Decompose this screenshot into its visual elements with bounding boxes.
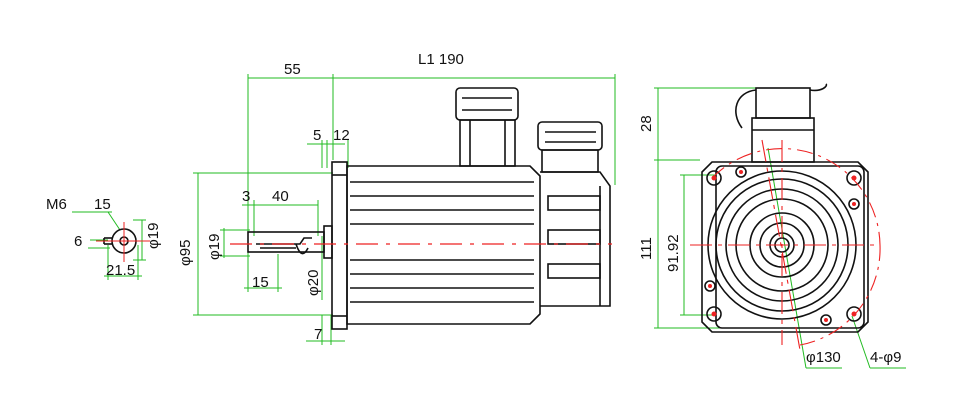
overall-length-label: L1 190 [418, 51, 464, 68]
flange-thickness-label: 7 [314, 326, 322, 343]
shaft-end-dim-lines [72, 211, 146, 280]
thread-depth-label: 15 [94, 196, 111, 213]
square-size-label: 111 [638, 237, 655, 260]
flange-dim-a-label: 5 [313, 127, 321, 144]
key-width-label: 6 [74, 233, 82, 250]
holes-label: 4-φ9 [870, 349, 901, 366]
key-height-label: 21.5 [106, 262, 135, 279]
front-outline [701, 83, 869, 333]
side-view: 55 L1 190 5 12 3 40 φ95 φ19 15 φ20 7 [177, 51, 616, 345]
front-centerlines [690, 139, 881, 351]
key-depth-label: 15 [252, 274, 269, 291]
shaft-dia-end-label: φ19 [145, 223, 162, 249]
pilot-dia-label: φ95 [177, 240, 194, 266]
bolt-spacing-label: 91.92 [665, 234, 682, 272]
front-view: 28 111 91.92 φ130 4-φ9 [638, 83, 906, 369]
thread-label: M6 [46, 196, 67, 213]
shaft-end-centerlines [96, 222, 150, 262]
flange-dim-b-label: 12 [333, 127, 350, 144]
pcd-label: φ130 [806, 349, 841, 366]
key-offset-label: 3 [242, 188, 250, 205]
shaft-end-view: M6 15 6 φ19 21.5 [46, 196, 162, 280]
key-length-label: 40 [272, 188, 289, 205]
connector-height-label: 28 [638, 115, 655, 132]
side-dim-lines [193, 74, 616, 345]
side-outline [247, 87, 611, 330]
shaft-dia-label: φ19 [206, 234, 223, 260]
front-hole-markers [708, 170, 857, 322]
shaft-length-label: 55 [284, 61, 301, 78]
shoulder-dia-label: φ20 [305, 270, 322, 296]
front-dim-lines [654, 87, 906, 369]
